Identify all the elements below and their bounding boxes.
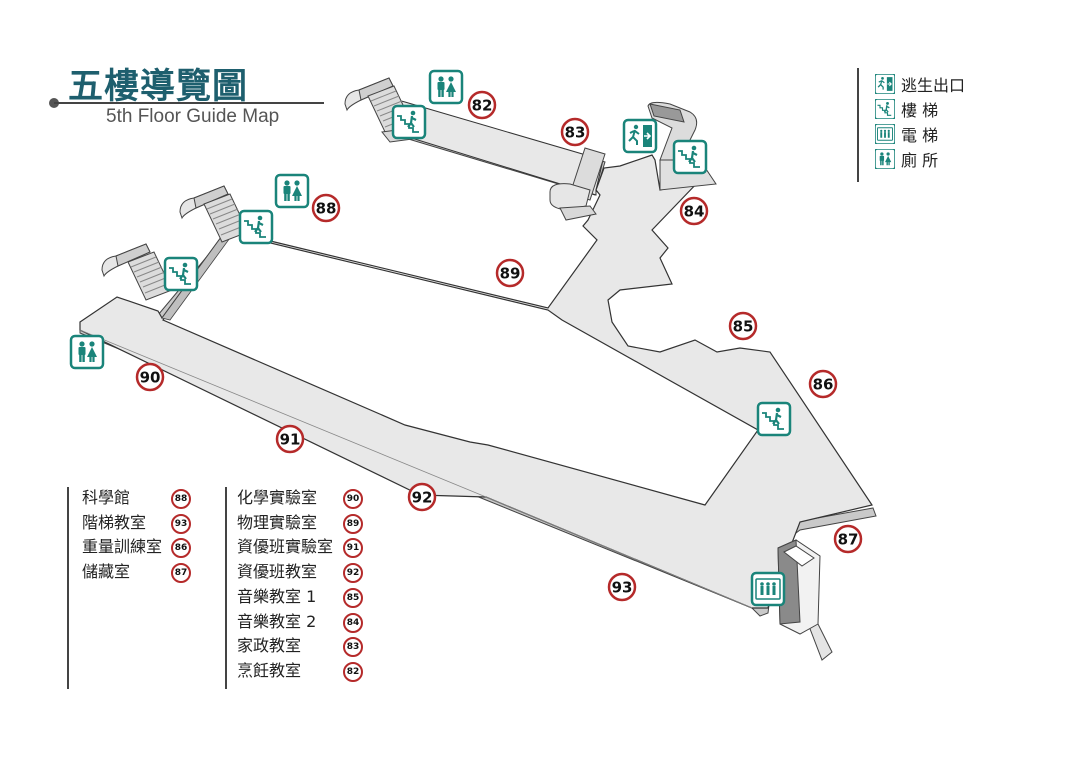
room-marker-92: 92 (407, 482, 437, 512)
room-marker-label: 89 (500, 265, 521, 283)
room-name: 音樂教室 2 (237, 611, 317, 631)
legend-item: 電 梯 (875, 123, 938, 145)
emergency-exit-icon (875, 74, 895, 94)
room-name: 資優班教室 (237, 562, 318, 582)
restroom-icon (428, 69, 464, 105)
room-marker-88: 88 (311, 193, 341, 223)
room-marker-89: 89 (495, 258, 525, 288)
page-title: 五樓導覽圖 (68, 67, 249, 107)
staircase-left-2 (179, 185, 249, 243)
legend-item: 逃生出口 (875, 73, 965, 95)
floor-plan (79, 97, 877, 617)
room-name: 音樂教室 1 (237, 586, 317, 606)
room-marker-label: 85 (733, 318, 754, 336)
room-name: 科學館 (82, 488, 131, 507)
restroom-icon (69, 334, 105, 370)
room-marker-85: 85 (728, 311, 758, 341)
title-divider (54, 102, 324, 104)
legend-item: 樓 梯 (875, 98, 938, 120)
room-marker-label: 87 (838, 531, 859, 549)
room-name: 階梯教室 (82, 512, 147, 532)
staircase-left-1 (101, 243, 173, 301)
stairs-icon (875, 99, 895, 119)
room-number-badge: 90 (343, 489, 363, 509)
room-name: 烹飪教室 (237, 660, 302, 680)
room-marker-90: 90 (135, 362, 165, 392)
room-marker-93: 93 (607, 572, 637, 602)
room-number-badge: 87 (171, 563, 191, 584)
room-marker-83: 83 (560, 117, 590, 147)
stairs-icon (672, 139, 708, 175)
stairs-icon (163, 256, 199, 292)
room-number-badge: 83 (343, 637, 363, 658)
room-name: 重量訓練室 (82, 537, 163, 557)
room-marker-86: 86 (808, 369, 838, 399)
page-subtitle: 5th Floor Guide Map (106, 106, 280, 127)
room-number-badge: 91 (343, 538, 363, 559)
legend-item: 廁 所 (875, 148, 938, 170)
restroom-icon (875, 149, 895, 169)
emergency-exit-icon (622, 118, 658, 154)
legend-label: 電 梯 (901, 126, 939, 145)
room-list-divider-right (225, 487, 227, 689)
room-marker-label: 91 (280, 431, 301, 449)
room-marker-label: 82 (472, 97, 493, 115)
room-marker-label: 88 (316, 200, 337, 218)
room-number-badge: 89 (343, 513, 363, 534)
legend-divider (857, 68, 859, 182)
room-name: 儲藏室 (82, 562, 131, 582)
room-name: 化學實驗室 (237, 488, 318, 507)
stairs-icon (391, 104, 427, 140)
legend-label: 廁 所 (901, 151, 939, 170)
elevator-icon (750, 571, 786, 607)
elevator-shaft (777, 539, 833, 661)
stairs-icon (756, 401, 792, 437)
room-number-badge: 85 (343, 587, 363, 608)
room-marker-label: 93 (612, 579, 633, 597)
room-number-badge: 84 (343, 612, 363, 633)
room-name: 家政教室 (237, 636, 302, 656)
room-number-badge: 86 (171, 538, 191, 559)
elevator-icon (875, 124, 895, 144)
stairs-icon (238, 209, 274, 245)
room-number-badge: 88 (171, 489, 191, 509)
room-marker-label: 84 (684, 203, 705, 221)
room-name: 物理實驗室 (237, 512, 318, 532)
room-marker-91: 91 (275, 424, 305, 454)
room-marker-label: 83 (565, 124, 586, 142)
room-number-badge: 92 (343, 563, 363, 584)
room-marker-82: 82 (467, 90, 497, 120)
legend-label: 逃生出口 (901, 76, 966, 95)
room-marker-label: 86 (813, 376, 834, 394)
room-list-divider-left (67, 487, 69, 689)
staircase-83 (549, 147, 606, 221)
room-number-badge: 82 (343, 661, 363, 682)
room-marker-84: 84 (679, 196, 709, 226)
restroom-icon (274, 173, 310, 209)
room-number-badge: 93 (171, 513, 191, 534)
legend-label: 樓 梯 (901, 101, 939, 120)
room-marker-87: 87 (833, 524, 863, 554)
room-marker-label: 92 (412, 489, 433, 507)
room-name: 資優班實驗室 (237, 537, 334, 557)
room-marker-label: 90 (140, 369, 161, 387)
